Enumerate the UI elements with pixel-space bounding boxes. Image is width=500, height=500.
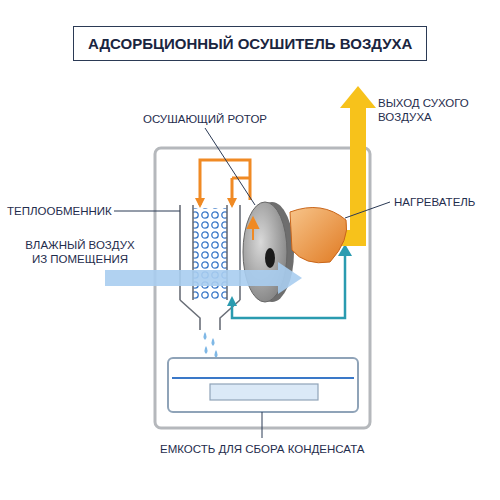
housing	[155, 148, 370, 428]
hot-air-path	[200, 160, 250, 205]
part-label: ЕМКОСТЬ ДЛЯ СБОРА КОНДЕНСАТА	[160, 442, 364, 456]
rotor-hub	[265, 248, 275, 268]
arrowhead	[340, 86, 376, 108]
arrowhead	[195, 198, 237, 208]
rotor-arrow	[248, 218, 258, 240]
part-label: ТЕПЛООБМЕННИК	[7, 204, 112, 218]
leader-line	[345, 202, 390, 218]
leader-line	[262, 412, 263, 438]
arrowhead	[227, 296, 237, 306]
diagram-title: АДСОРБЦИОННЫЙ ОСУШИТЕЛЬ ВОЗДУХА	[73, 26, 427, 61]
condensate-tank	[168, 358, 358, 412]
part-label: ВЫХОД СУХОГО ВОЗДУХА	[378, 96, 490, 124]
water-drops	[204, 332, 218, 358]
part-label: ВЛАЖНЫЙ ВОЗДУХ ИЗ ПОМЕЩЕНИЯ	[21, 238, 139, 266]
water-level	[172, 377, 354, 379]
leader-line	[114, 211, 180, 212]
humid-air-arrow	[105, 262, 302, 294]
part-label: ОСУШАЮЩИЙ РОТОР	[143, 112, 267, 126]
heater	[290, 208, 347, 263]
leader-line	[205, 128, 255, 205]
heat-exchanger-tubes	[193, 208, 227, 300]
tank-window	[210, 384, 318, 400]
part-label: НАГРЕВАТЕЛЬ	[394, 195, 475, 209]
